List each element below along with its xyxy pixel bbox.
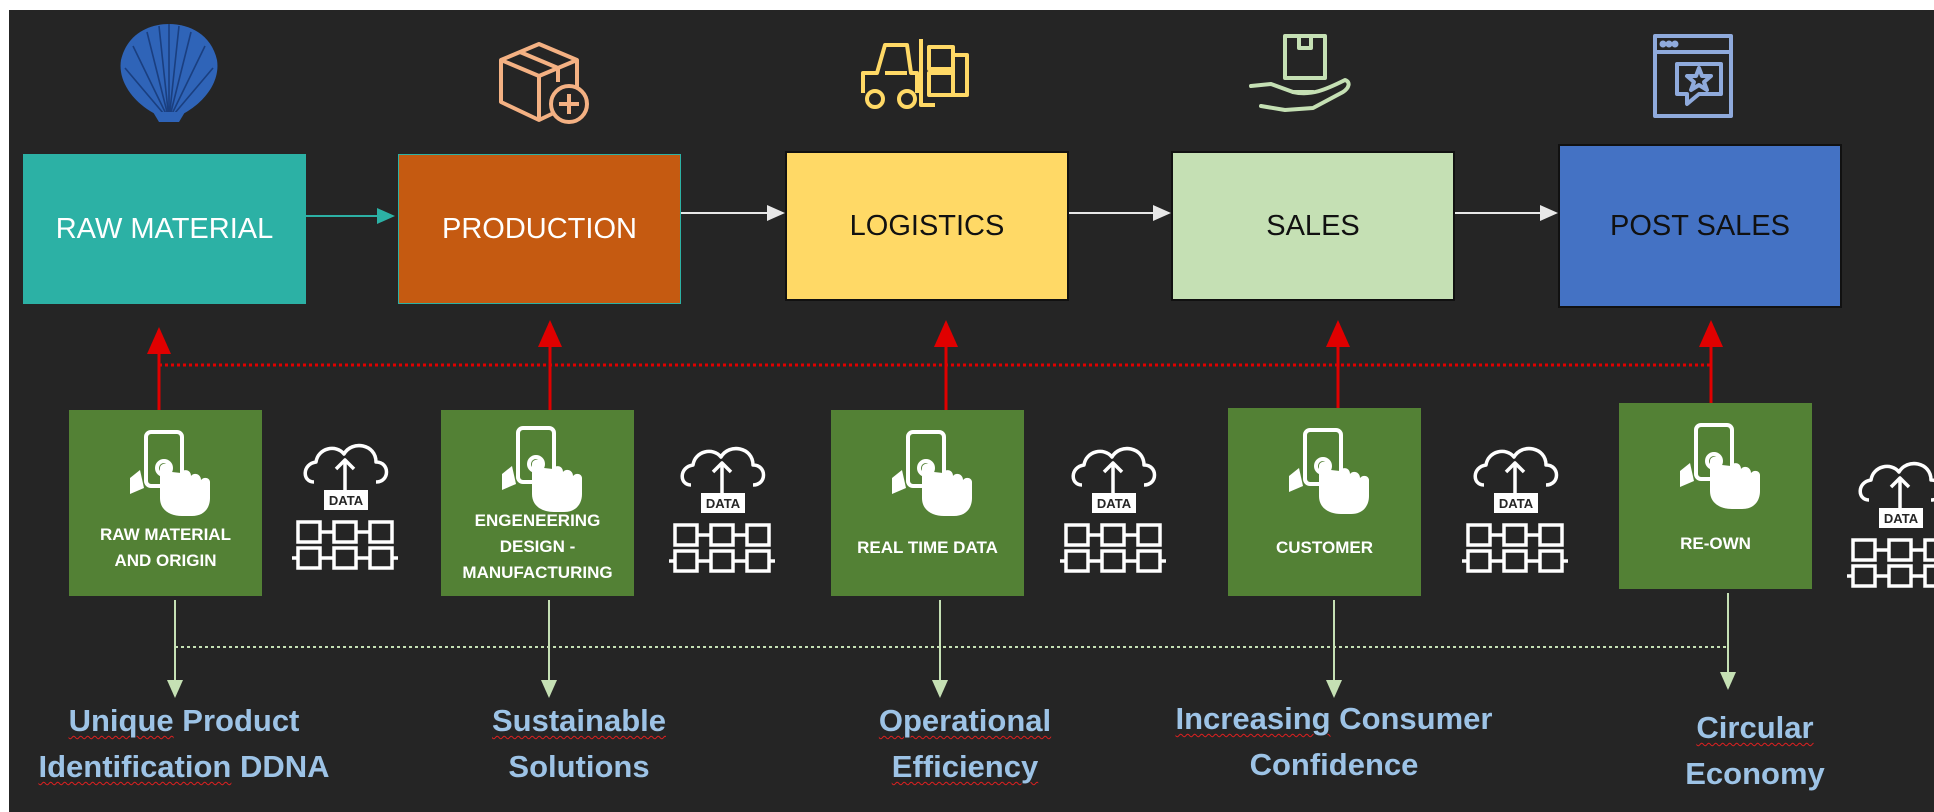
- card-customer: CUSTOMER: [1228, 408, 1421, 596]
- outcome-operational-efficiency: Operational Efficiency: [805, 698, 1125, 790]
- outcome-word: Unique: [68, 703, 174, 738]
- data-tag: [701, 493, 745, 513]
- data-tag-label: DATA: [1884, 511, 1919, 526]
- stage-label: LOGISTICS: [849, 209, 1005, 242]
- cloud-data-icon: DATA: [1462, 446, 1568, 573]
- outcome-unique-product-id: Unique Product Identification DDNA: [9, 698, 359, 790]
- card-label-line: MANUFACTURING: [462, 563, 613, 582]
- outcome-line: Economy: [1685, 756, 1825, 791]
- data-tag-label: DATA: [329, 493, 364, 508]
- cloud-data-icon: DATA: [669, 446, 775, 573]
- outcome-line: Identification DDNA: [9, 744, 359, 790]
- touch-phone-icon: [891, 430, 972, 516]
- stage-logistics: LOGISTICS: [785, 151, 1069, 301]
- outcome-line: Solutions: [508, 749, 650, 784]
- card-label: ENGENEERING DESIGN - MANUFACTURING: [441, 508, 634, 586]
- outcome-sustainable-solutions: Sustainable Solutions: [419, 698, 739, 790]
- data-tag: [324, 490, 368, 510]
- outcome-line: Circular: [1605, 705, 1905, 751]
- data-tag: [1879, 508, 1923, 528]
- data-tag-label: DATA: [706, 496, 741, 511]
- forklift-icon: [861, 39, 969, 109]
- outcome-line: Operational: [805, 698, 1125, 744]
- stage-post-sales: POST SALES: [1558, 144, 1842, 308]
- outcome-word: DDNA: [231, 749, 330, 784]
- touch-phone-icon: [1288, 428, 1369, 514]
- data-tag-label: DATA: [1499, 496, 1534, 511]
- card-label: RE-OWN: [1619, 531, 1812, 557]
- hand-package-icon: [1249, 34, 1351, 112]
- stage-production: PRODUCTION: [398, 154, 681, 304]
- touch-phone-icon: [129, 430, 210, 516]
- card-label-line: REAL TIME DATA: [857, 538, 998, 557]
- card-label-line: ENGENEERING: [474, 511, 601, 530]
- card-raw-material-origin: RAW MATERIAL AND ORIGIN: [69, 410, 262, 596]
- outcome-word: Increasing: [1175, 701, 1331, 736]
- outcome-line: Increasing Consumer: [1159, 696, 1509, 742]
- touch-phone-icon: [1679, 423, 1760, 509]
- outcome-word: Product: [173, 703, 300, 738]
- outcome-word: Sustainable: [492, 703, 666, 738]
- outcome-line: Efficiency: [805, 744, 1125, 790]
- card-label-line: CUSTOMER: [1276, 538, 1373, 557]
- cloud-data-icon: DATA: [1847, 461, 1934, 588]
- touch-phone-icon: [501, 426, 582, 512]
- data-tag-label: DATA: [1097, 496, 1132, 511]
- data-tag: [1092, 493, 1136, 513]
- card-label: CUSTOMER: [1228, 535, 1421, 561]
- data-tag: [1494, 493, 1538, 513]
- stage-label: PRODUCTION: [442, 212, 637, 245]
- outcome-line: Confidence: [1249, 747, 1419, 782]
- outcome-word: Identification: [38, 749, 232, 784]
- card-label-line: DESIGN -: [499, 537, 576, 556]
- cloud-data-icon: DATA: [292, 443, 398, 570]
- card-label-line: AND ORIGIN: [114, 551, 217, 570]
- outcome-line: Unique Product: [9, 698, 359, 744]
- card-engineering-design: ENGENEERING DESIGN - MANUFACTURING: [441, 410, 634, 596]
- outcome-word: Circular: [1696, 710, 1814, 745]
- stage-sales: SALES: [1171, 151, 1455, 301]
- connector-lines: [147, 205, 1736, 698]
- outcome-line: Sustainable: [419, 698, 739, 744]
- stage-raw-material: RAW MATERIAL: [23, 154, 306, 304]
- scallop-shell-icon: [120, 24, 218, 122]
- outcome-circular-economy: Circular Economy: [1605, 705, 1905, 797]
- box-plus-icon: [499, 42, 589, 124]
- browser-star-icon: [1653, 34, 1733, 118]
- card-label: REAL TIME DATA: [831, 535, 1024, 561]
- card-real-time-data: REAL TIME DATA: [831, 410, 1024, 596]
- outcome-word: Efficiency: [891, 749, 1039, 784]
- cloud-data-icon: DATA: [1060, 446, 1166, 573]
- card-label: RAW MATERIAL AND ORIGIN: [69, 522, 262, 574]
- stage-label: POST SALES: [1610, 209, 1790, 242]
- diagram-canvas: RAW MATERIAL PRODUCTION LOGISTICS SALES …: [9, 10, 1934, 812]
- outcome-consumer-confidence: Increasing Consumer Confidence: [1159, 696, 1509, 788]
- card-re-own: RE-OWN: [1619, 403, 1812, 589]
- outcome-word: Consumer: [1330, 701, 1493, 736]
- stage-label: SALES: [1266, 209, 1360, 242]
- card-label-line: RAW MATERIAL: [100, 525, 231, 544]
- stage-label: RAW MATERIAL: [55, 212, 274, 245]
- outcome-word: Operational: [878, 703, 1052, 738]
- card-label-line: RE-OWN: [1680, 534, 1751, 553]
